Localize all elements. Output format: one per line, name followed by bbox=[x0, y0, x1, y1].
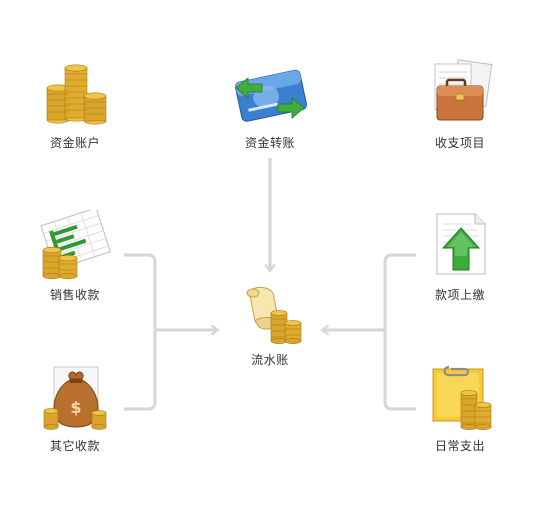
node-other-receipt[interactable]: $ 其它收款 bbox=[30, 365, 120, 454]
node-daily-expense[interactable]: 日常支出 bbox=[415, 365, 505, 454]
connector-left-bracket bbox=[124, 253, 157, 411]
node-label: 日常支出 bbox=[434, 439, 485, 453]
node-capital-account[interactable]: 资金账户 bbox=[30, 58, 120, 151]
node-label: 流水账 bbox=[251, 353, 289, 367]
connector-right-bracket bbox=[383, 253, 416, 411]
scroll-coins-icon bbox=[246, 286, 302, 344]
node-label: 其它收款 bbox=[49, 439, 100, 453]
node-capital-transfer[interactable]: 资金转账 bbox=[225, 58, 315, 151]
node-income-expense-items[interactable]: 收支项目 bbox=[415, 58, 505, 151]
briefcase-documents-icon bbox=[434, 59, 493, 121]
node-label: 资金账户 bbox=[49, 136, 100, 150]
bank-card-transfer-icon bbox=[234, 69, 307, 122]
node-payment[interactable]: 款项上缴 bbox=[415, 210, 505, 303]
svg-text:$: $ bbox=[70, 398, 81, 417]
node-label: 资金转账 bbox=[244, 136, 295, 150]
node-label: 销售收款 bbox=[49, 288, 100, 302]
node-label: 款项上缴 bbox=[434, 288, 485, 302]
money-bag-icon: $ bbox=[43, 366, 107, 430]
node-sales-receipt[interactable]: 销售收款 bbox=[30, 210, 120, 303]
node-ledger[interactable]: 流水账 bbox=[225, 283, 315, 368]
spreadsheet-coins-icon bbox=[40, 210, 111, 280]
node-label: 收支项目 bbox=[434, 136, 485, 150]
folder-clip-coins-icon bbox=[432, 365, 492, 430]
upload-arrow-document-icon bbox=[436, 213, 486, 275]
gold-coin-stacks-icon bbox=[46, 64, 107, 125]
